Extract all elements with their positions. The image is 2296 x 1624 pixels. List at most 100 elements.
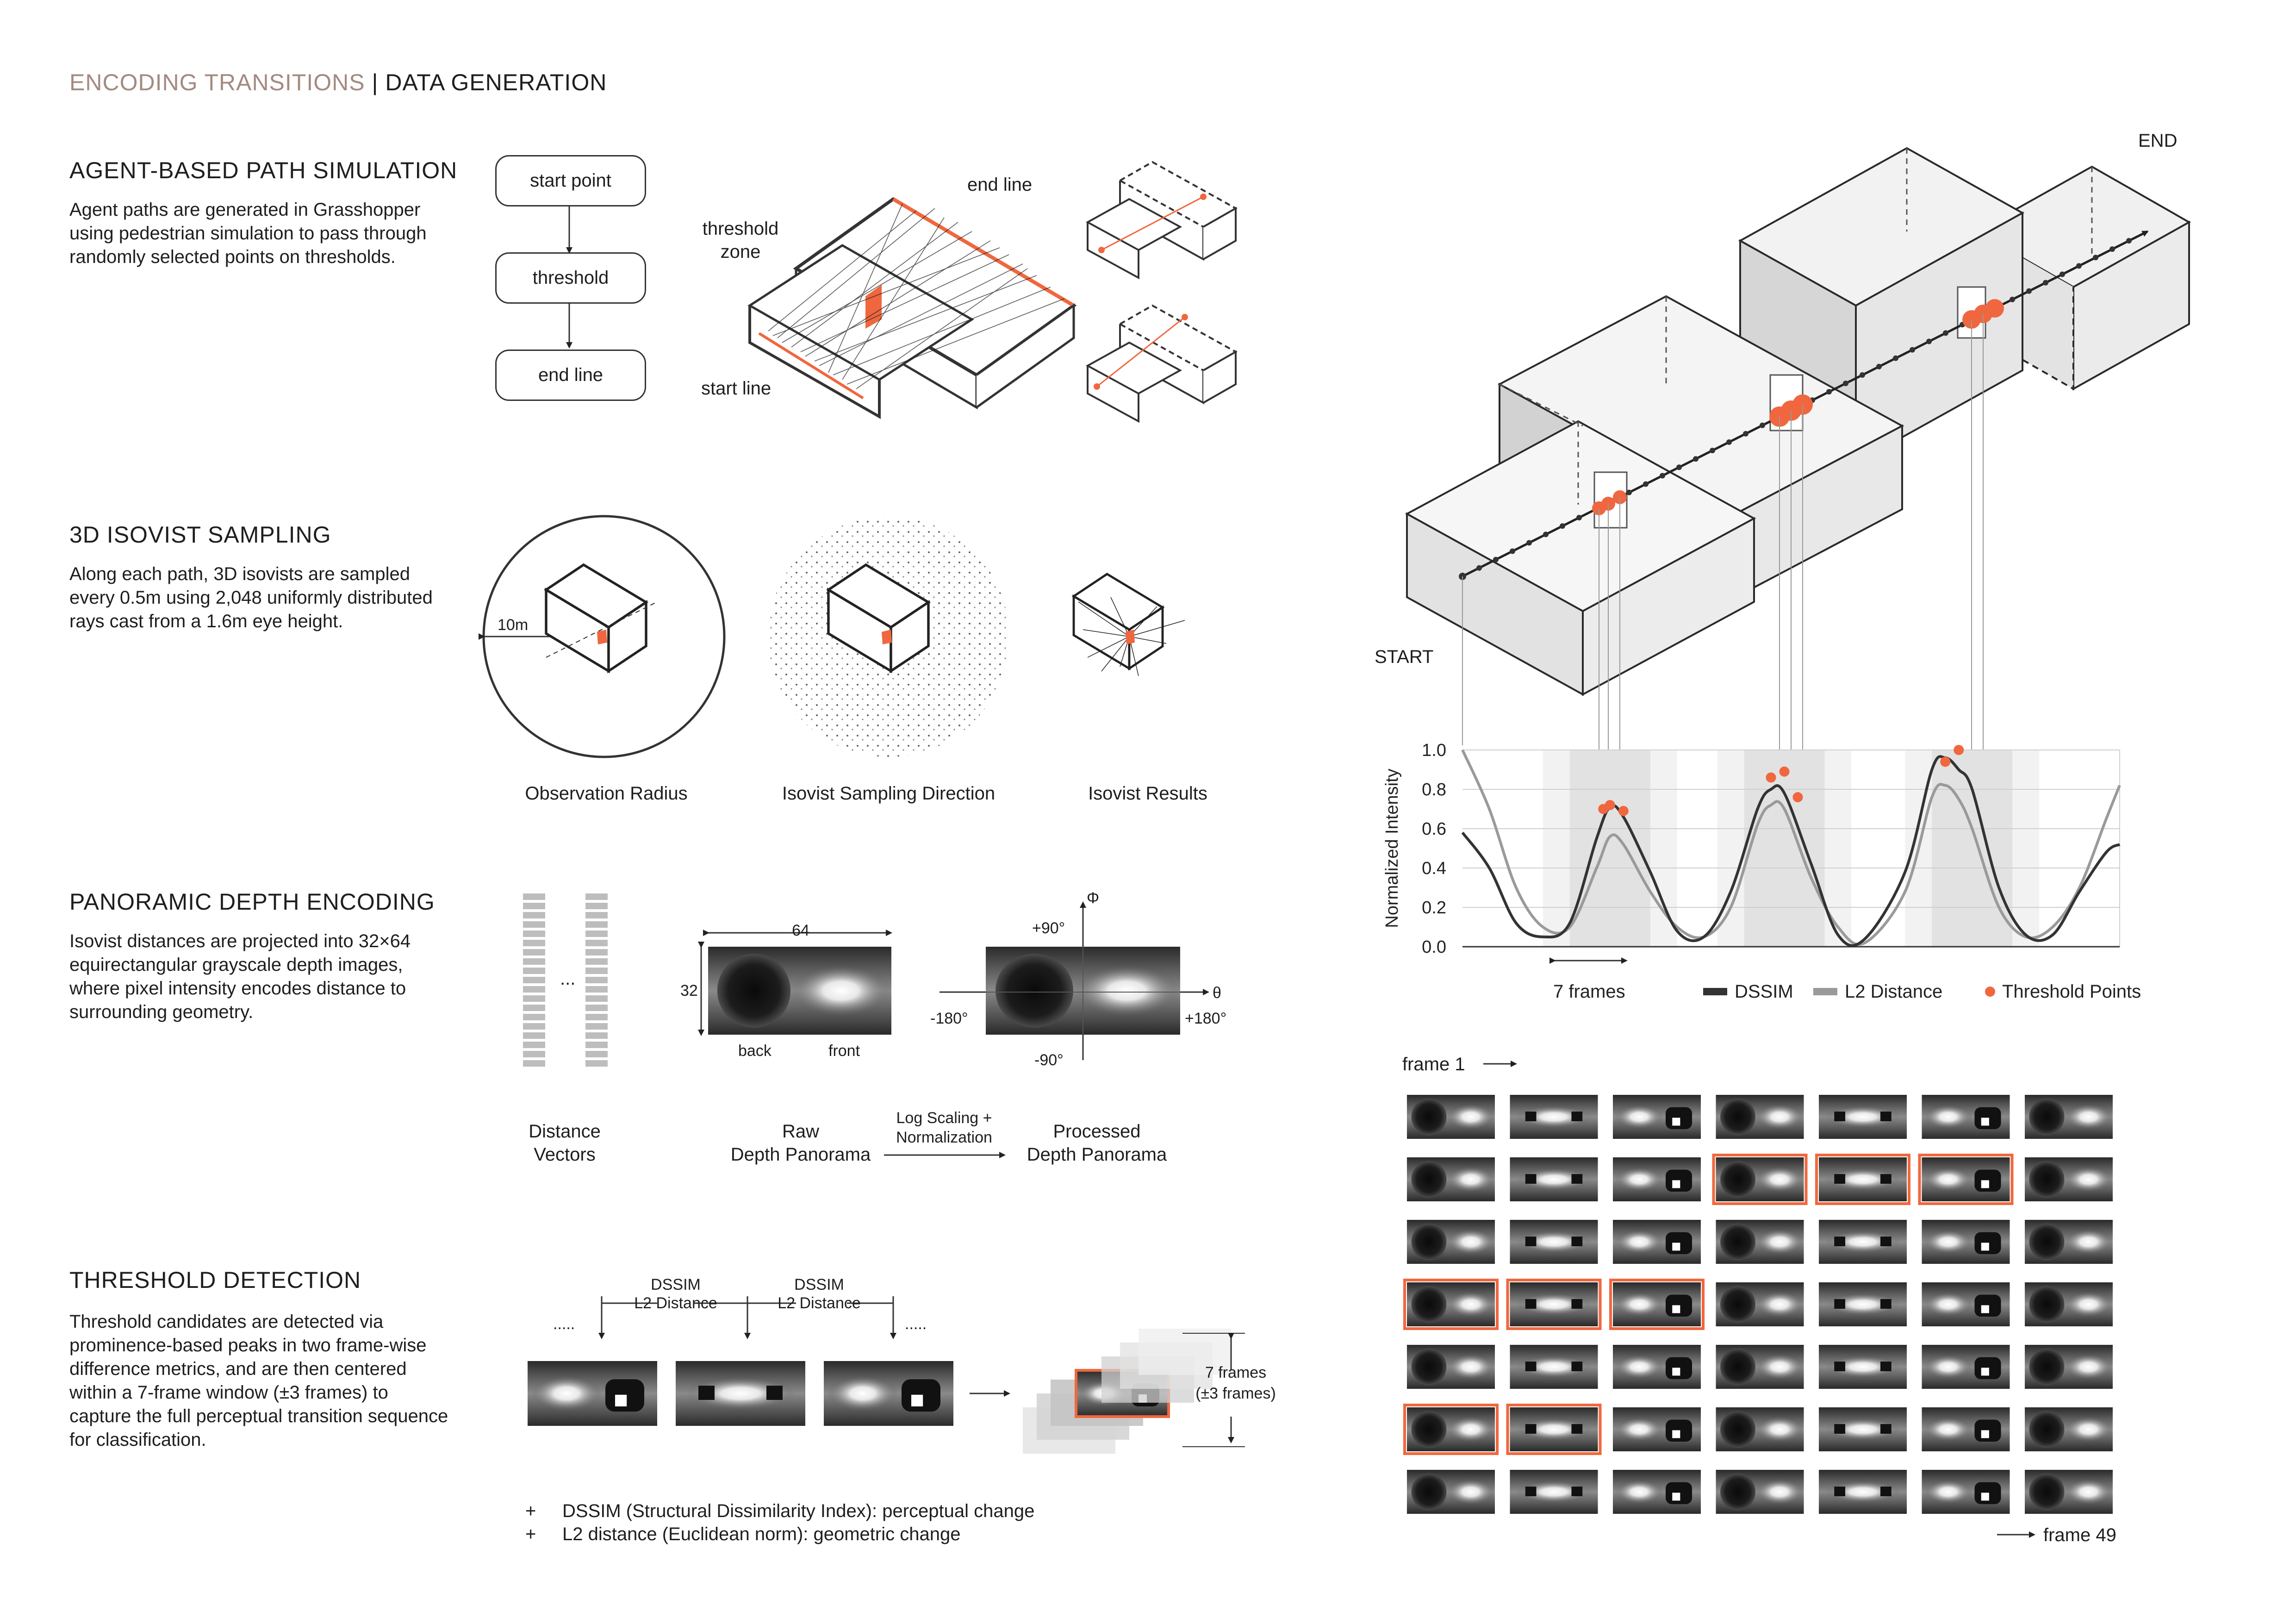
frame-thumbnail: [1716, 1407, 1804, 1451]
threshold-point: [1954, 745, 1964, 755]
frame-thumbnail: [1407, 1095, 1495, 1139]
frame-thumbnail: [1510, 1470, 1598, 1514]
legend-label: DSSIM: [1735, 981, 1793, 1002]
metric-brackets: [598, 1296, 896, 1339]
vector-cell: [585, 949, 608, 956]
y-tick-label: 0.4: [1422, 859, 1446, 878]
phi-label: Φ: [1087, 889, 1100, 907]
frame-thumbnail: [1613, 1220, 1701, 1264]
vector-cell: [585, 977, 608, 983]
vector-cell: [523, 977, 545, 983]
frame-thumbnail: [1407, 1220, 1495, 1264]
frame-thumbnail: [1613, 1345, 1701, 1389]
metric-l2-1: L2 Distance: [634, 1294, 717, 1312]
metric-dssim-1: DSSIM: [651, 1276, 701, 1293]
vector-cell: [523, 949, 545, 956]
window-label: 7 frames: [1553, 981, 1625, 1002]
label-end-line: end line: [967, 175, 1033, 195]
vector-cell: [585, 1005, 608, 1011]
vector-cell: [523, 903, 545, 909]
legend-label: L2 Distance: [1845, 981, 1942, 1002]
legend-swatch: [1703, 988, 1727, 995]
panoramic-title: PANORAMIC DEPTH ENCODING: [69, 889, 435, 915]
path-sample-dot: [1510, 548, 1515, 554]
y-tick-label: 1.0: [1422, 741, 1446, 760]
path-sample-dot: [2060, 271, 2065, 277]
frame-thumbnail: [1819, 1220, 1907, 1264]
end-label: END: [2138, 131, 2178, 151]
vector-cell: [585, 893, 608, 900]
y-tick-label: 0.2: [1422, 898, 1446, 918]
vector-cell: [523, 1005, 545, 1011]
minus180-label: -180°: [930, 1010, 968, 1027]
vector-cell: [523, 968, 545, 974]
frame-window-stack: [1023, 1329, 1245, 1454]
path-sample-dot: [1710, 448, 1715, 454]
dots-1: .....: [553, 1315, 575, 1333]
caption-vectors-1: Distance: [529, 1121, 601, 1142]
highlight-band-inner: [1932, 750, 2013, 947]
path-sample-dot: [1476, 565, 1482, 571]
path-sample-dot: [1743, 431, 1748, 437]
frame-thumbnail: [2025, 1095, 2113, 1139]
frame-thumbnail: [1510, 1282, 1598, 1326]
arrow-label-1: Log Scaling +: [896, 1109, 992, 1127]
flow-start-point: start point: [495, 155, 646, 206]
vector-cell: [523, 912, 545, 918]
metric-l2-2: L2 Distance: [778, 1294, 861, 1312]
vector-cell: [585, 903, 608, 909]
caption-observation: Observation Radius: [525, 783, 688, 804]
plus90-label: +90°: [1032, 919, 1065, 937]
frame-thumbnail: [1407, 1407, 1495, 1451]
processed-depth-panorama: [940, 901, 1209, 1060]
threshold-markers: [1592, 299, 2004, 515]
path-sample-dot: [1693, 456, 1699, 462]
dots-2: .....: [905, 1315, 927, 1333]
frame-thumbnail: [1510, 1345, 1598, 1389]
threshold-body: Threshold candidates are detected via pr…: [69, 1312, 448, 1450]
path-sample-dot: [2010, 296, 2015, 302]
threshold-point: [1618, 806, 1629, 816]
vector-cell: [523, 1051, 545, 1057]
frame-thumbnail: [1819, 1470, 1907, 1514]
isovist-title: 3D ISOVIST SAMPLING: [69, 522, 331, 548]
vector-cell: [523, 958, 545, 965]
vector-cell: [585, 1042, 608, 1048]
window-label-2: (±3 frames): [1195, 1385, 1276, 1402]
frame-thumbnail: [1716, 1282, 1804, 1326]
label-threshold-1: threshold: [702, 219, 779, 239]
frame-thumbnail: [1716, 1157, 1804, 1201]
vector-cell: [523, 921, 545, 928]
threshold-point: [1779, 766, 1790, 777]
frame-thumbnail: [1510, 1220, 1598, 1264]
frame-thumbnail: [1613, 1470, 1701, 1514]
massing-model: [1405, 147, 2191, 696]
header-separator: |: [365, 69, 386, 95]
caption-raw-1: Raw: [782, 1121, 820, 1142]
path-sample-dot: [1860, 372, 1865, 378]
path-sample-dot: [1526, 540, 1532, 546]
page-header: ENCODING TRANSITIONS | DATA GENERATION: [69, 69, 607, 96]
isovist-body: Along each path, 3D isovists are sampled…: [69, 564, 433, 631]
vector-cell: [523, 995, 545, 1002]
vector-cell: [585, 1023, 608, 1030]
panoramic-body: Isovist distances are projected into 32×…: [69, 931, 411, 1022]
back-label: back: [738, 1042, 772, 1060]
frame-thumbnail: [1716, 1220, 1804, 1264]
path-sample-dot: [1893, 355, 1898, 361]
vector-cell: [523, 1060, 545, 1067]
agent-title: AGENT-BASED PATH SIMULATION: [69, 157, 458, 183]
frame-thumbnail: [2025, 1282, 2113, 1326]
frame-thumbnail: [1510, 1095, 1598, 1139]
path-sample-dot: [1943, 330, 1948, 336]
frame-thumbnail: [1407, 1282, 1495, 1326]
frame-thumbnail: [2025, 1345, 2113, 1389]
frame-thumbnail: [1407, 1345, 1495, 1389]
front-label: front: [828, 1042, 860, 1060]
threshold-title: THRESHOLD DETECTION: [69, 1267, 361, 1293]
path-sample-dot: [1543, 531, 1549, 537]
frame-thumbnail: [1922, 1345, 2010, 1389]
isovist-results-drawing: [1074, 574, 1185, 676]
